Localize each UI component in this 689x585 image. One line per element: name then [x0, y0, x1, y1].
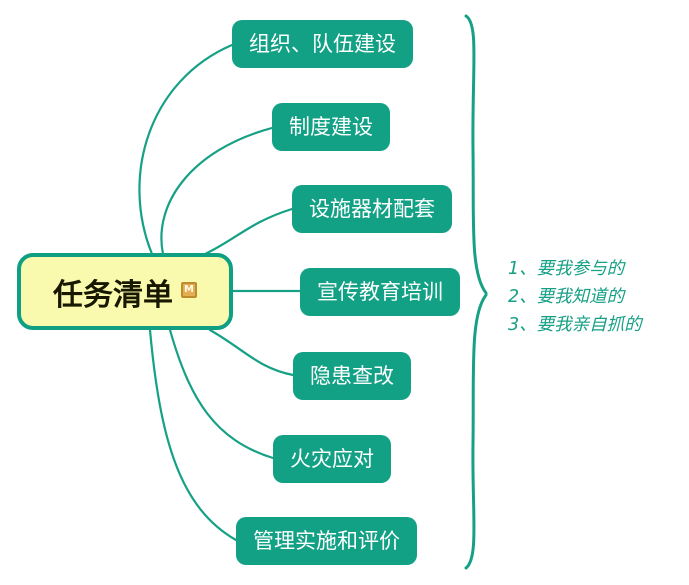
branch-node-system-building[interactable]: 制度建设 — [272, 103, 390, 151]
connector-line-branch-5 — [208, 328, 295, 377]
branch-node-fire-response[interactable]: 火灾应对 — [273, 435, 391, 483]
connector-line-branch-6 — [168, 328, 275, 460]
connector-line-branch-7 — [148, 328, 238, 542]
summary-brace-icon — [464, 293, 488, 570]
branch-node-hazard-inspection[interactable]: 隐患查改 — [293, 352, 411, 400]
summary-note-item: 3、要我亲自抓的 — [508, 315, 642, 335]
summary-brace-icon — [464, 14, 488, 295]
branch-node-organization-team[interactable]: 组织、队伍建设 — [232, 20, 413, 68]
branch-node-publicity-training[interactable]: 宣传教育培训 — [300, 268, 460, 316]
marker-m-icon[interactable]: M — [181, 281, 197, 298]
branch-node-management-evaluation[interactable]: 管理实施和评价 — [236, 517, 417, 565]
connector-line-branch-2 — [160, 126, 274, 256]
root-node-label: 任务清单 — [53, 277, 173, 313]
connector-line-branch-3 — [203, 207, 294, 256]
summary-note-item: 2、要我知道的 — [508, 287, 625, 307]
summary-note-item: 1、要我参与的 — [508, 259, 625, 279]
connector-line-branch-1 — [138, 43, 234, 256]
summary-note[interactable]: 1、要我参与的 2、要我知道的 3、要我亲自抓的 — [508, 255, 642, 339]
branch-node-facilities-equipment[interactable]: 设施器材配套 — [292, 185, 452, 233]
root-node-task-list[interactable]: 任务清单 M — [17, 253, 233, 330]
